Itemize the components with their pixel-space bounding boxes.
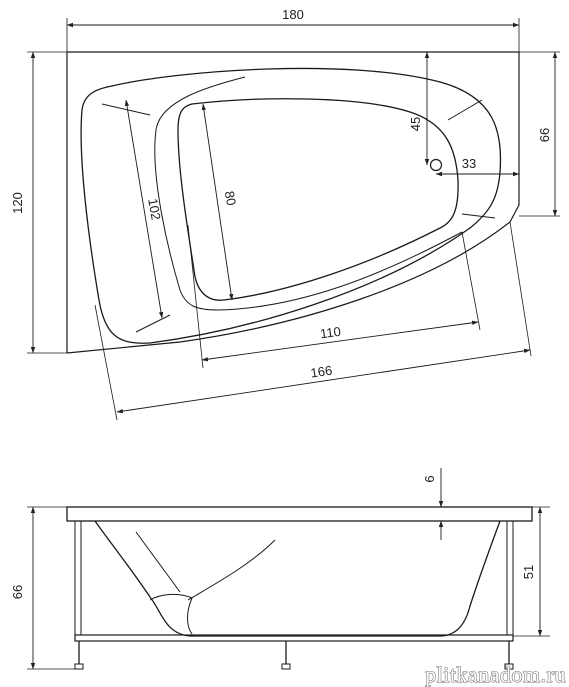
drain-icon — [429, 158, 443, 172]
tub-inner-bowl — [177, 98, 459, 301]
label-51: 51 — [521, 565, 536, 579]
tub-ledge-contour — [154, 76, 463, 311]
top-view — [27, 18, 560, 421]
dim-ext-110-a — [187, 224, 204, 369]
tub-outer-rim — [80, 67, 502, 344]
side-tub-slope — [135, 531, 181, 593]
dim-ext-166-b — [509, 221, 532, 357]
side-rim — [66, 506, 533, 522]
side-leg-post-left — [74, 520, 82, 636]
label-66-side: 66 — [10, 585, 25, 599]
top-frame-outline — [66, 51, 520, 354]
ridge-2 — [447, 99, 483, 121]
ridge-3 — [135, 314, 171, 333]
side-tub-body — [94, 520, 501, 637]
label-33: 33 — [462, 156, 476, 171]
label-102: 102 — [145, 197, 164, 221]
tub-ledge-corner — [461, 213, 496, 219]
side-view — [27, 468, 550, 670]
label-66-top: 66 — [537, 128, 552, 142]
label-6: 6 — [422, 475, 437, 482]
side-base-frame — [74, 634, 514, 642]
foot-right-pad — [504, 663, 514, 670]
label-80: 80 — [222, 190, 239, 207]
dim-line-166 — [116, 348, 531, 414]
label-120: 120 — [10, 192, 25, 214]
label-166: 166 — [309, 363, 333, 381]
dim-ext-166-a — [94, 304, 118, 421]
dim-ext-110-b — [461, 231, 481, 331]
ridge-1 — [101, 103, 151, 116]
dim-line-80 — [201, 103, 234, 301]
foot-left-pad — [74, 663, 84, 670]
foot-middle-pad — [281, 663, 291, 670]
label-180: 180 — [282, 7, 304, 22]
watermark-text: plitkanadom.ru — [425, 662, 566, 687]
label-110: 110 — [319, 324, 342, 342]
label-45: 45 — [408, 117, 423, 131]
side-tub-back-line — [187, 539, 276, 601]
side-leg-post-right — [506, 520, 514, 636]
dim-line-102 — [124, 99, 164, 319]
